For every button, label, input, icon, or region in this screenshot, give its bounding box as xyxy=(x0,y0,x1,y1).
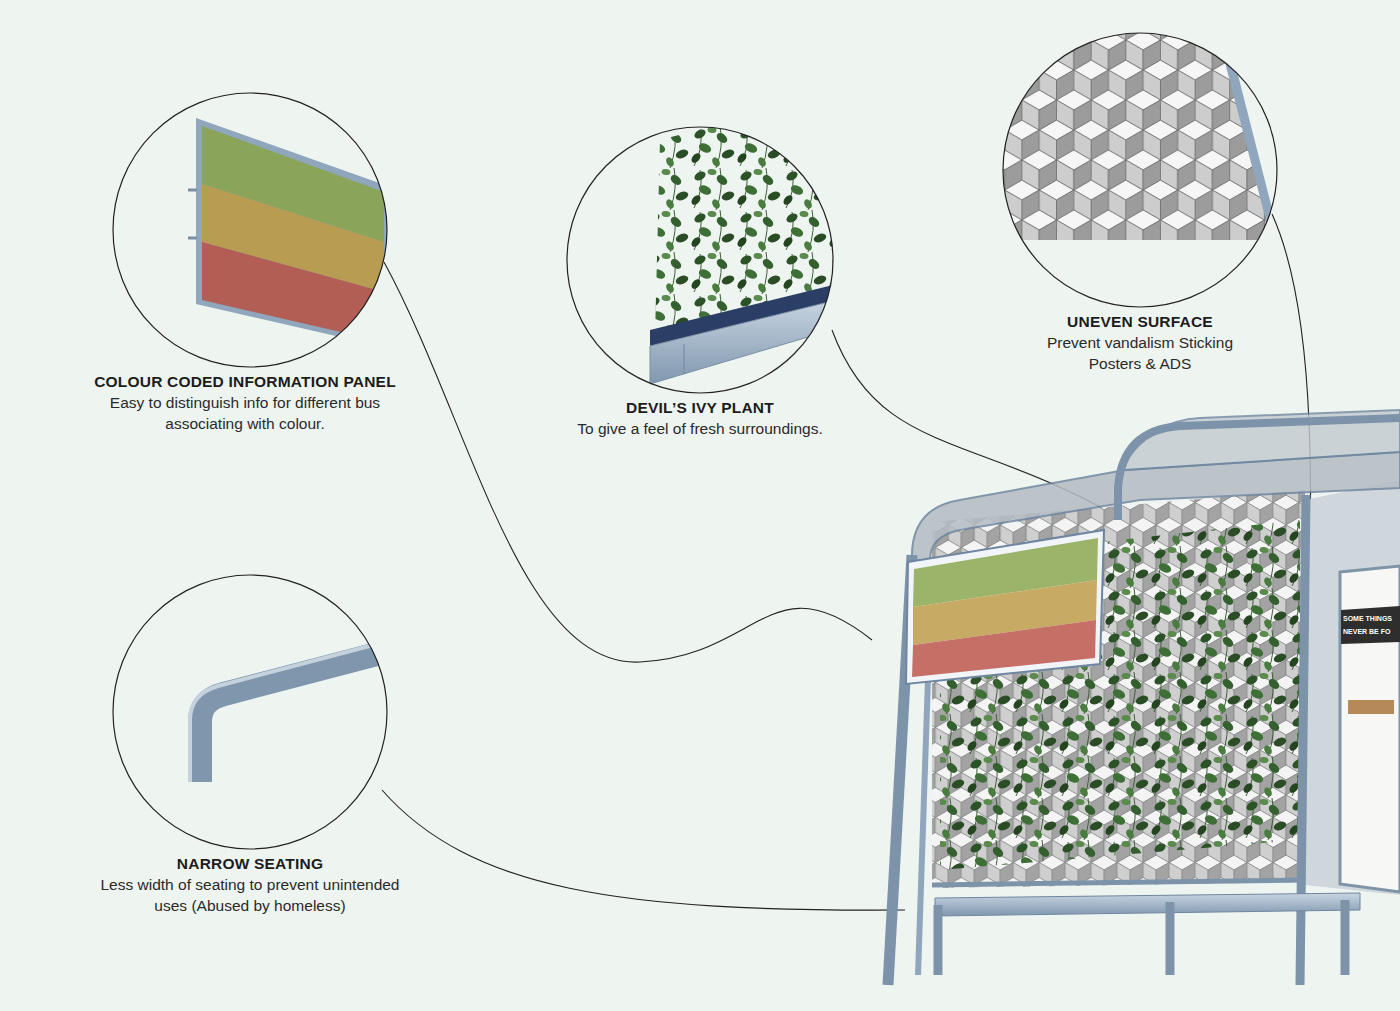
stripe-red xyxy=(912,620,1096,677)
callout-description: Easy to distinguish info for different b… xyxy=(95,392,395,434)
cube-lattice xyxy=(1000,20,1270,240)
post xyxy=(1300,495,1306,985)
poster-text: NEVER BE FO xyxy=(1343,627,1390,636)
callout-heading: UNEVEN SURFACE xyxy=(985,312,1295,332)
rail xyxy=(932,880,1305,885)
seat-bar xyxy=(200,650,392,782)
callout-description: Less width of seating to prevent uninten… xyxy=(89,874,411,916)
callout-heading: COLOUR CODED INFORMATION PANEL xyxy=(50,372,440,392)
bench-legs xyxy=(938,900,1345,975)
planter-box xyxy=(650,298,845,384)
bus-shelter xyxy=(888,410,1400,985)
callout-description: To give a feel of fresh surroundings. xyxy=(540,418,860,439)
poster-band xyxy=(1341,606,1400,644)
poster xyxy=(1340,566,1400,892)
side-wall xyxy=(1305,480,1400,895)
surface-detail xyxy=(1000,20,1280,310)
roof-arch xyxy=(1118,418,1400,520)
seat-detail xyxy=(110,570,392,850)
bench-seat xyxy=(935,893,1360,916)
poster-text: SOME THINGS xyxy=(1343,614,1392,623)
stripe-red xyxy=(202,242,384,342)
leader-line xyxy=(382,790,905,910)
callout-circle xyxy=(113,575,387,849)
seat-highlight xyxy=(190,640,392,782)
info-panel-frame xyxy=(906,530,1104,684)
frame-edge xyxy=(1214,20,1278,236)
plant-detail xyxy=(560,120,845,400)
panel-detail xyxy=(110,90,390,370)
callout: COLOUR CODED INFORMATION PANELEasy to di… xyxy=(50,93,440,434)
poster-image xyxy=(1348,700,1394,714)
callout-heading: DEVIL’S IVY PLANT xyxy=(515,398,885,418)
callout-heading: NARROW SEATING xyxy=(55,854,445,874)
callout: UNEVEN SURFACEPrevent vandalism Sticking… xyxy=(985,33,1295,374)
leader-lines xyxy=(382,214,1311,910)
callout: DEVIL’S IVY PLANTTo give a feel of fresh… xyxy=(515,127,885,439)
callout-circle xyxy=(567,127,833,393)
callout: NARROW SEATINGLess width of seating to p… xyxy=(55,575,445,916)
callout-description: Prevent vandalism Sticking Posters & ADS xyxy=(1046,332,1234,374)
callout-circle xyxy=(113,93,387,367)
callout-circle xyxy=(1003,33,1277,307)
